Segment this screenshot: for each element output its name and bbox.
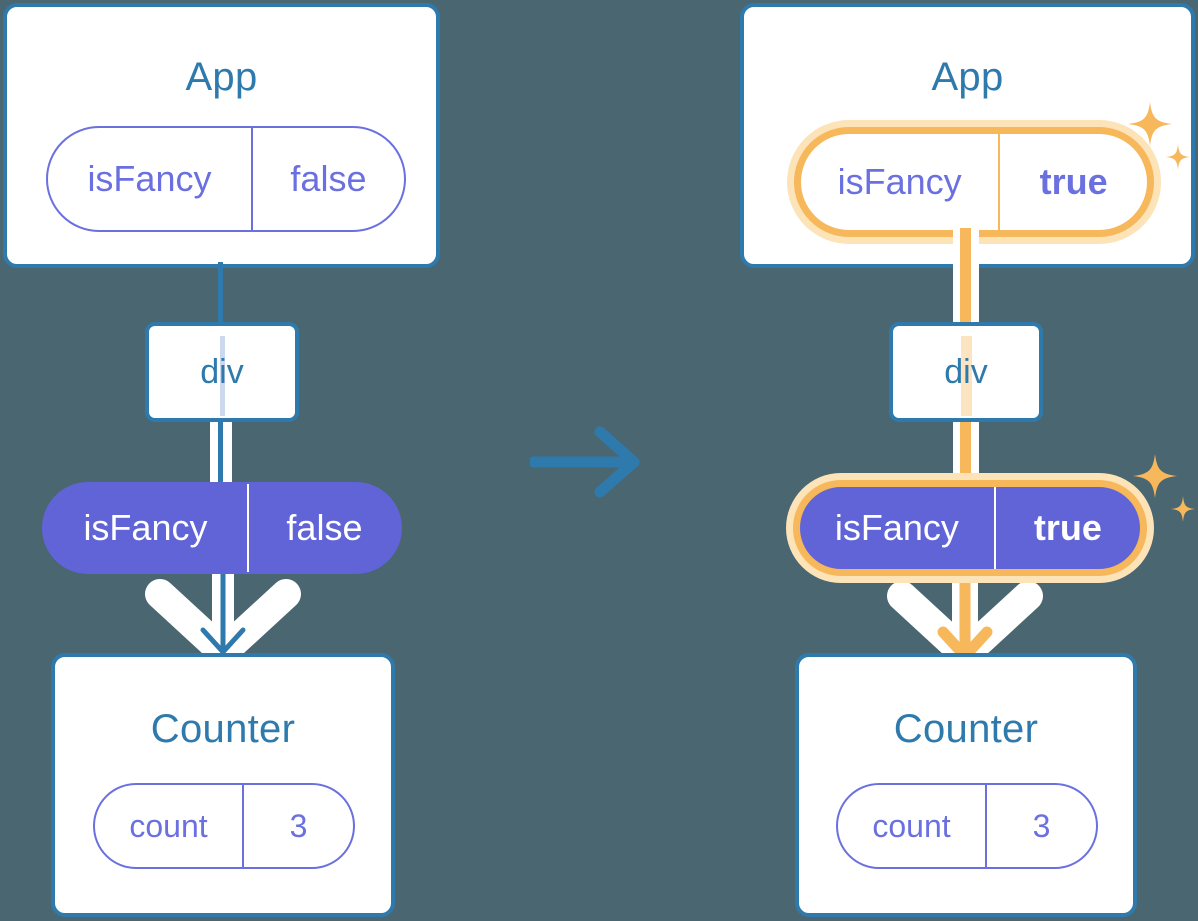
sparkle-icon-prop-after	[1133, 454, 1195, 522]
connector-through-div-right	[961, 336, 972, 416]
prop-value: true	[998, 134, 1147, 230]
counter-panel-title: Counter	[893, 707, 1039, 751]
state-key: count	[129, 807, 208, 844]
counter-panel-after: Counter count 3	[795, 653, 1137, 917]
arrow-prop-to-counter-left	[200, 566, 246, 655]
div-node-label: div	[200, 352, 244, 391]
state-value: 3	[985, 785, 1096, 867]
connector-app-to-div-left	[218, 262, 223, 330]
passed-prop-pill-after: isFancy true	[793, 480, 1147, 576]
prop-value: false	[250, 128, 404, 230]
app-prop-pill-before: isFancy false	[46, 126, 406, 232]
div-node-after: div	[889, 322, 1043, 422]
app-panel-before: App isFancy false	[3, 3, 440, 268]
transition-arrow-right-icon	[530, 426, 640, 498]
prop-key: isFancy	[83, 507, 208, 548]
passed-prop-pill-before: isFancy false	[42, 482, 402, 574]
app-panel-after: App isFancy true	[740, 3, 1195, 268]
state-value: 3	[242, 785, 353, 867]
state-key: count	[872, 807, 951, 844]
div-node-before: div	[145, 322, 299, 422]
connector-div-to-prop-right	[960, 412, 971, 492]
app-panel-title: App	[931, 55, 1004, 99]
prop-key: isFancy	[87, 158, 212, 199]
prop-value: false	[246, 484, 400, 572]
counter-state-pill-before: count 3	[93, 783, 355, 869]
app-panel-title: App	[185, 55, 258, 99]
prop-key: isFancy	[834, 507, 959, 548]
connector-div-to-prop-left	[218, 412, 223, 490]
connector-through-div-left	[220, 336, 225, 416]
counter-panel-before: Counter count 3	[51, 653, 395, 917]
prop-value: true	[993, 487, 1140, 569]
sparkle-icon-app-after	[1128, 102, 1190, 170]
counter-panel-title: Counter	[150, 707, 296, 751]
connector-app-to-div-right	[960, 228, 971, 332]
counter-state-pill-after: count 3	[836, 783, 1098, 869]
div-node-label: div	[944, 352, 988, 391]
prop-key: isFancy	[837, 161, 962, 202]
app-prop-pill-after: isFancy true	[794, 127, 1154, 237]
